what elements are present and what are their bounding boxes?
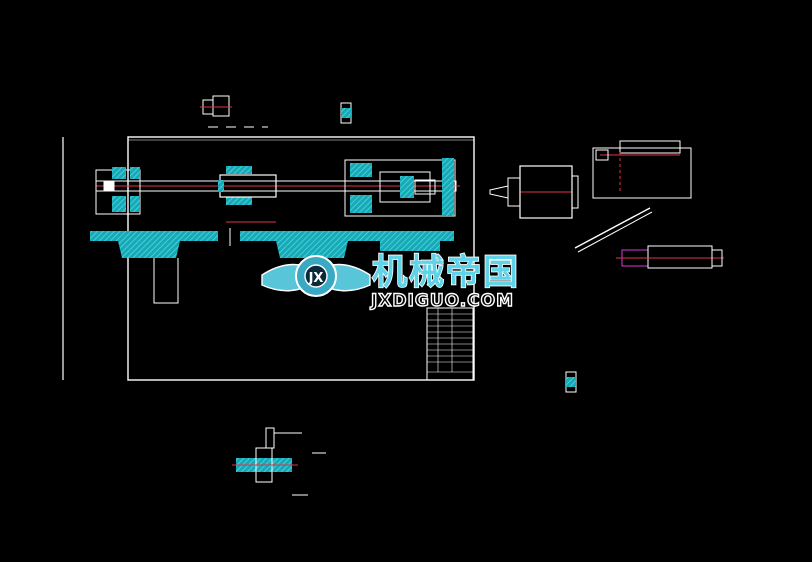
ball-nut: [218, 166, 277, 223]
left-bearing-support: [95, 167, 141, 215]
screw-rod-section: [574, 207, 653, 253]
watermark-brand-cn: 机械帝国: [372, 253, 520, 293]
right-bearing-housing: [344, 158, 456, 217]
wings-gear-logo: JX: [261, 255, 371, 297]
main-assembly-drawing: [62, 136, 475, 381]
detail-part-top-center: [340, 102, 352, 124]
drawing-frame: [127, 136, 475, 381]
machine-base: [90, 228, 454, 304]
detail-part-right: [565, 371, 577, 393]
motor-side-view: [489, 165, 579, 219]
gearbox-assembly-view: [592, 140, 692, 199]
parts-list-table: [426, 307, 474, 381]
screw-end-detail: [616, 245, 724, 269]
coupling-detail-bottom: [232, 427, 326, 496]
detail-part-top-left: [200, 95, 268, 128]
svg-text:JX: JX: [308, 271, 324, 286]
watermark-brand-en: JXDIGUO.COM: [370, 291, 514, 311]
jxdiguo-watermark: JX 机械帝国 JXDIGUO.COM: [261, 252, 520, 312]
